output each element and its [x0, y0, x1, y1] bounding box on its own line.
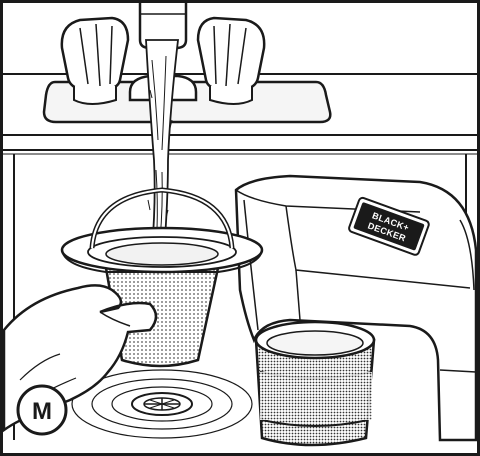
sink-drain: [71, 369, 253, 439]
right-faucet-handle: [196, 16, 266, 105]
step-marker: M: [16, 384, 68, 436]
step-label: M: [32, 398, 52, 425]
brand-logo: BLACK+ DECKER: [348, 196, 430, 256]
coffee-maker: BLACK+ DECKER: [234, 174, 478, 442]
filter-cup: [254, 320, 376, 447]
left-faucet-handle: [60, 16, 130, 105]
